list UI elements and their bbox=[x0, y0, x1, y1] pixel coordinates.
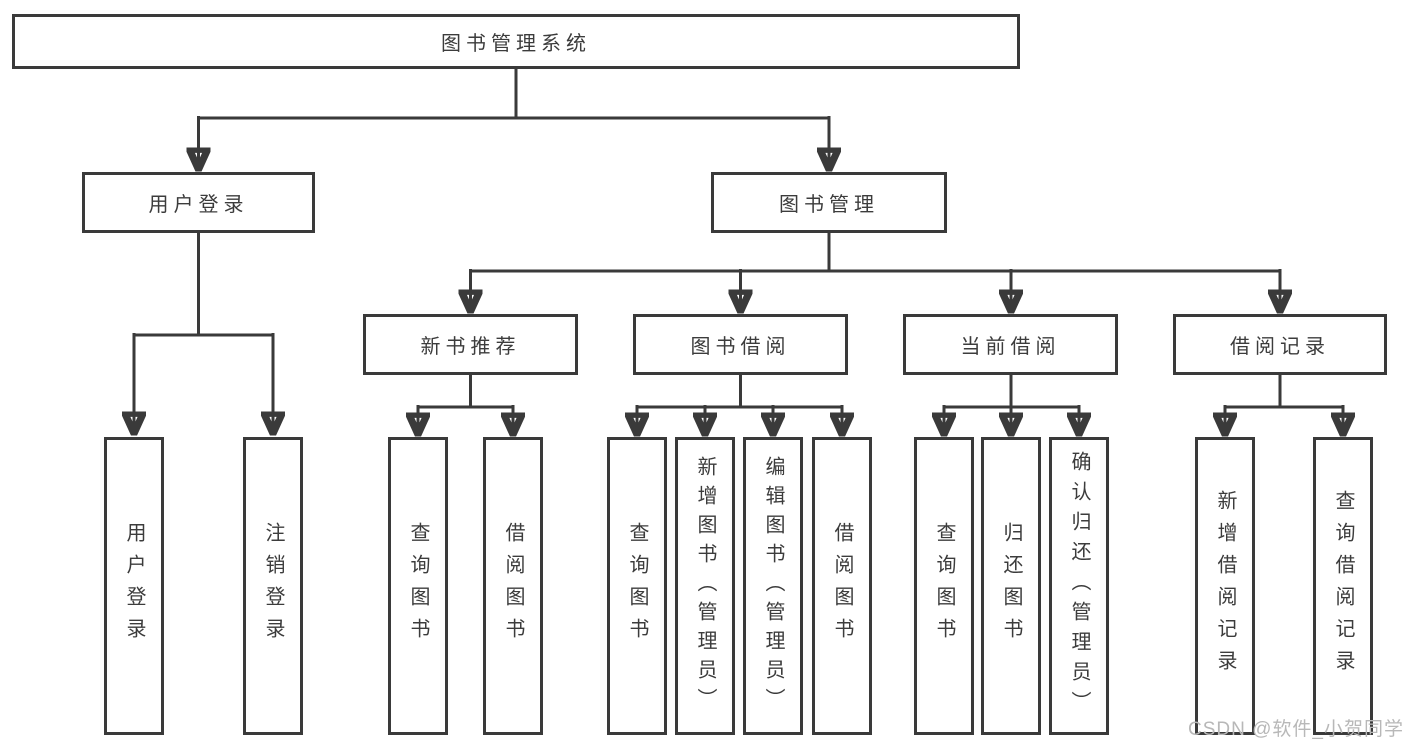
watermark: CSDN @软件_小贺同学 bbox=[1188, 719, 1404, 740]
leaf-return-book: 归还图书 bbox=[981, 437, 1041, 735]
node-borrow-record: 借阅记录 bbox=[1173, 314, 1387, 375]
node-user-login: 用户登录 bbox=[82, 172, 315, 233]
leaf-confirm-return-admin: 确认归还（管理员） bbox=[1049, 437, 1109, 735]
node-new-book-recommend: 新书推荐 bbox=[363, 314, 578, 375]
trunk-user-login bbox=[134, 231, 273, 337]
trunk-current-borrow bbox=[944, 373, 1079, 409]
trunk-root bbox=[198, 66, 829, 120]
leaf-logout: 注销登录 bbox=[243, 437, 303, 735]
leaf-user-login: 用户登录 bbox=[104, 437, 164, 735]
leaf-borrow-book-1: 借阅图书 bbox=[483, 437, 543, 735]
leaf-query-book-2: 查询图书 bbox=[607, 437, 667, 735]
node-book-management: 图书管理 bbox=[711, 172, 947, 233]
leaf-add-book-admin: 新增图书（管理员） bbox=[675, 437, 735, 735]
leaf-add-borrow-record: 新增借阅记录 bbox=[1195, 437, 1255, 735]
trunk-borrow-record bbox=[1225, 373, 1343, 409]
leaf-query-book-1: 查询图书 bbox=[388, 437, 448, 735]
leaf-query-book-3: 查询图书 bbox=[914, 437, 974, 735]
leaf-query-borrow-record: 查询借阅记录 bbox=[1313, 437, 1373, 735]
leaf-edit-book-admin: 编辑图书（管理员） bbox=[743, 437, 803, 735]
trunk-new-book-recommend bbox=[418, 373, 513, 409]
leaf-borrow-book-2: 借阅图书 bbox=[812, 437, 872, 735]
node-root: 图书管理系统 bbox=[12, 14, 1020, 69]
trunk-book-borrow bbox=[637, 373, 842, 409]
trunk-book-management bbox=[470, 231, 1280, 273]
node-book-borrow: 图书借阅 bbox=[633, 314, 848, 375]
node-current-borrow: 当前借阅 bbox=[903, 314, 1118, 375]
